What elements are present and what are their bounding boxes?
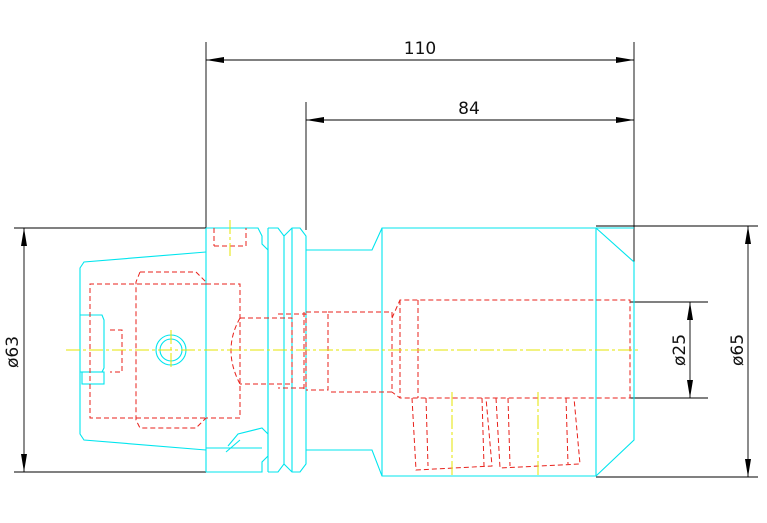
hidden-lines (89, 228, 631, 471)
dimension-label-bore-diameter: ø25 (670, 334, 690, 366)
dimension-label-shank-diameter: ø63 (3, 336, 23, 368)
center-lines (66, 220, 640, 478)
dimension-label-body-diameter: ø65 (728, 334, 748, 366)
dimension-lines (14, 42, 758, 478)
tool-outline (79, 227, 635, 477)
dimension-label-overall-length: 110 (404, 39, 436, 59)
dimension-label-gauge-length: 84 (458, 99, 480, 119)
